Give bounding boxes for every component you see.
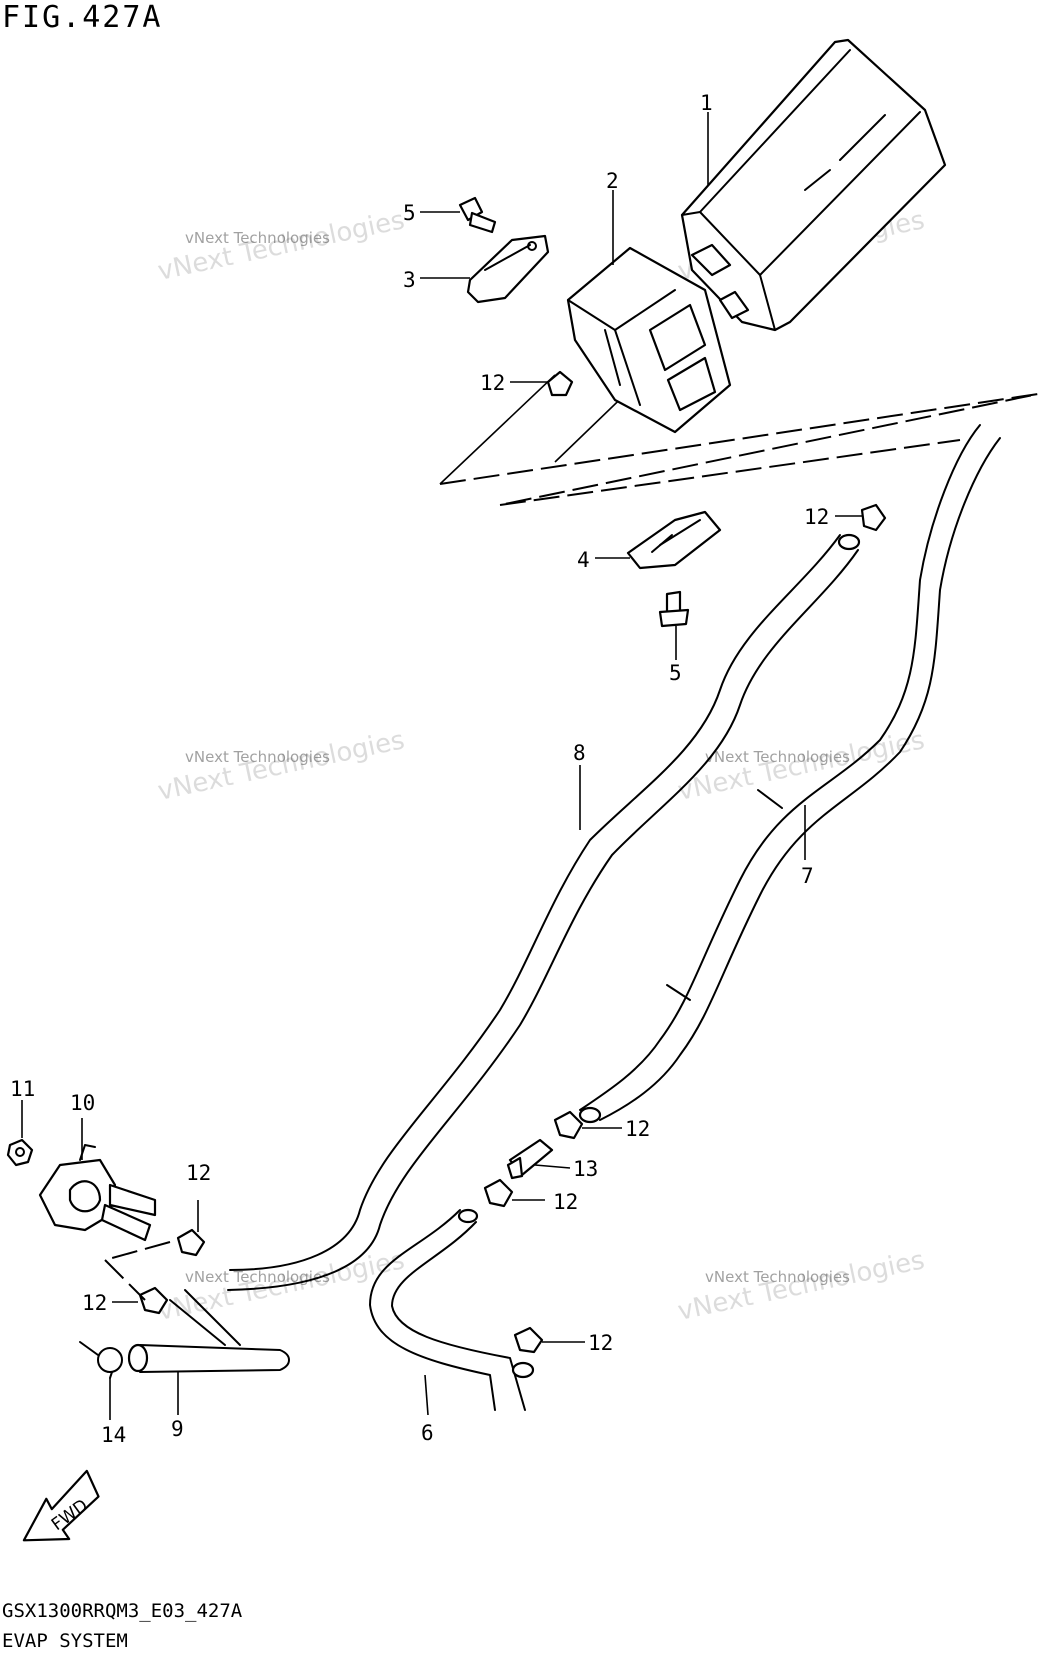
callout-number: 12 — [82, 1291, 107, 1315]
callout-number: 12 — [625, 1117, 650, 1141]
plate-part — [626, 510, 722, 570]
assembly-reference-lines — [104, 1259, 146, 1301]
callout-labels: 1 2 3 4 5 5 6 7 8 9 10 11 12 12 12 12 12… — [10, 91, 829, 1447]
bracket-part — [566, 246, 732, 434]
watermark-text: vNext Technologies — [675, 725, 927, 807]
callout-number: 12 — [804, 505, 829, 529]
watermark-text: vNext Technologies — [705, 1268, 850, 1286]
callout-number: 11 — [10, 1077, 35, 1101]
callout-number: 9 — [171, 1417, 184, 1441]
clamp-part — [553, 1110, 584, 1140]
clamp-part — [546, 370, 574, 397]
hose-part — [369, 1208, 535, 1411]
callout-number: 12 — [553, 1190, 578, 1214]
callout-number: 8 — [573, 741, 586, 765]
valve-part — [38, 1144, 157, 1242]
callout-number: 10 — [70, 1091, 95, 1115]
assembly-reference-lines — [439, 374, 1039, 506]
callout-number: 12 — [186, 1161, 211, 1185]
callout-number: 3 — [403, 268, 416, 292]
clamp-part — [176, 1228, 206, 1257]
leader-lines — [21, 112, 862, 1420]
callout-number: 12 — [480, 371, 505, 395]
callout-number: 7 — [801, 864, 814, 888]
watermark-text: vNext Technologies — [185, 748, 330, 766]
hose-part — [227, 533, 861, 1291]
hose-part — [578, 424, 1001, 1124]
nut-part — [6, 1138, 34, 1167]
clamp-part — [138, 1286, 169, 1315]
figure-title: FIG.427A — [2, 0, 163, 35]
clamp-part — [860, 503, 887, 532]
watermark-text: vNext Technologies — [675, 1245, 927, 1327]
bolt-part — [658, 590, 690, 628]
model-code: GSX1300RRQM3_E03_427A — [2, 1600, 243, 1622]
watermark-text: vNext Technologies — [155, 725, 407, 807]
callout-number: 4 — [577, 548, 590, 572]
small-bracket-part — [466, 234, 550, 304]
connector-part — [506, 1138, 554, 1180]
callout-number: 12 — [588, 1331, 613, 1355]
clip-part — [79, 1341, 123, 1379]
clamp-part — [483, 1178, 514, 1208]
fwd-arrow-icon: FWD — [22, 1469, 100, 1542]
callout-number: 14 — [101, 1423, 126, 1447]
callout-number: 13 — [573, 1157, 598, 1181]
section-name: EVAP SYSTEM — [2, 1630, 128, 1652]
assembly-reference-lines — [104, 1241, 171, 1261]
canister-part — [680, 38, 947, 332]
watermark-text: vNext Technologies — [185, 229, 330, 247]
hose-part — [127, 1289, 290, 1373]
callout-number: 5 — [403, 201, 416, 225]
callout-number: 2 — [606, 169, 619, 193]
watermark-text: vNext Technologies — [185, 1268, 330, 1286]
watermark-text: vNext Technologies — [705, 748, 850, 766]
bolt-part — [458, 196, 497, 234]
callout-number: 1 — [700, 91, 713, 115]
callout-number: 5 — [669, 661, 682, 685]
clamp-part — [513, 1326, 544, 1354]
callout-number: 6 — [421, 1421, 434, 1445]
